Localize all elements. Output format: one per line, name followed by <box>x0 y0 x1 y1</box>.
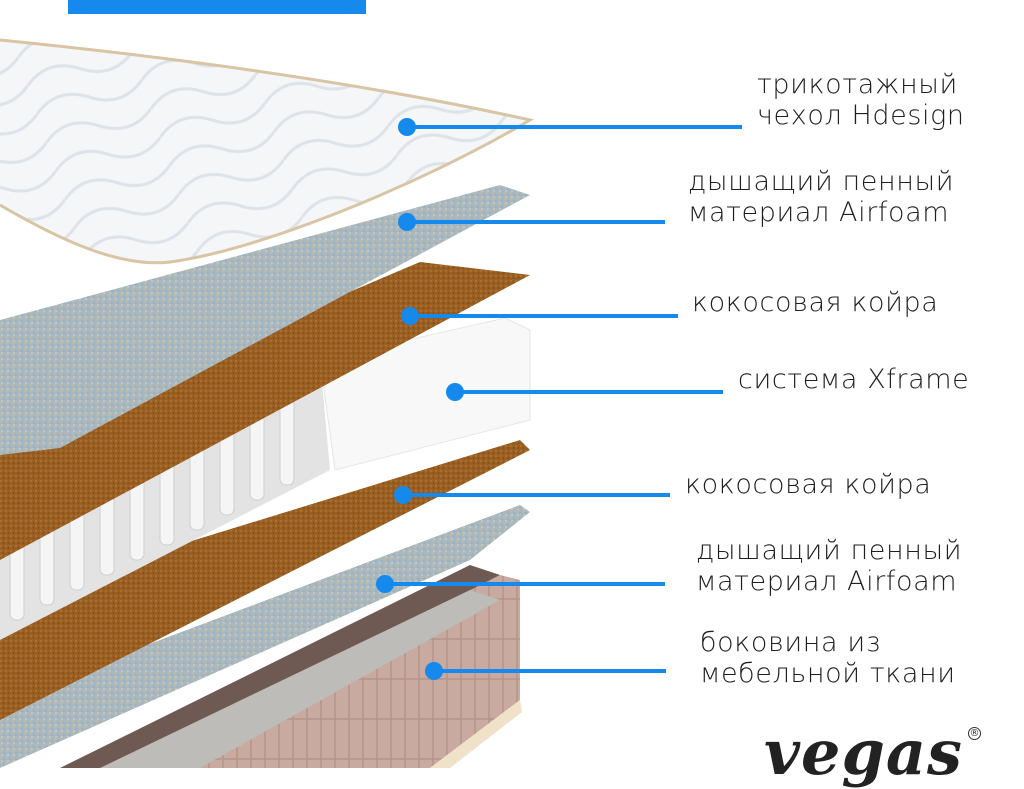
callout-dot-coir-top <box>401 307 419 325</box>
registered-mark: ® <box>968 727 981 740</box>
callout-dot-cover <box>398 118 416 136</box>
callout-line-coir-top <box>410 314 678 318</box>
label-airfoam-bottom: дышащий пенный материал Airfoam <box>696 535 963 597</box>
label-airfoam-top: дышащий пенный материал Airfoam <box>688 166 955 228</box>
mattress-layers-infographic: трикотажный чехол Hdesign дышащий пенный… <box>0 0 981 784</box>
callout-dot-airfoam-top <box>398 213 416 231</box>
callout-line-fabric-side <box>434 669 666 673</box>
label-quilted-cover: трикотажный чехол Hdesign <box>757 69 965 131</box>
callout-line-airfoam-bottom <box>385 582 665 586</box>
mattress-illustration <box>0 38 535 768</box>
label-xframe: система Xframe <box>738 364 970 395</box>
callout-dot-coir-bottom <box>394 486 412 504</box>
callout-line-cover <box>407 125 742 129</box>
callout-line-airfoam-top <box>407 220 665 224</box>
callout-dot-xframe <box>446 383 464 401</box>
callout-line-coir-bottom <box>403 493 670 497</box>
label-fabric-side: боковина из мебельной ткани <box>700 627 956 689</box>
label-coir-top: кокосовая койра <box>692 287 939 318</box>
header-accent-bar <box>68 0 366 14</box>
callout-dot-fabric-side <box>425 662 443 680</box>
brand-logo: vegas <box>764 716 963 789</box>
callout-dot-airfoam-bottom <box>376 575 394 593</box>
label-coir-bottom: кокосовая койра <box>685 469 932 500</box>
callout-line-xframe <box>455 390 723 394</box>
